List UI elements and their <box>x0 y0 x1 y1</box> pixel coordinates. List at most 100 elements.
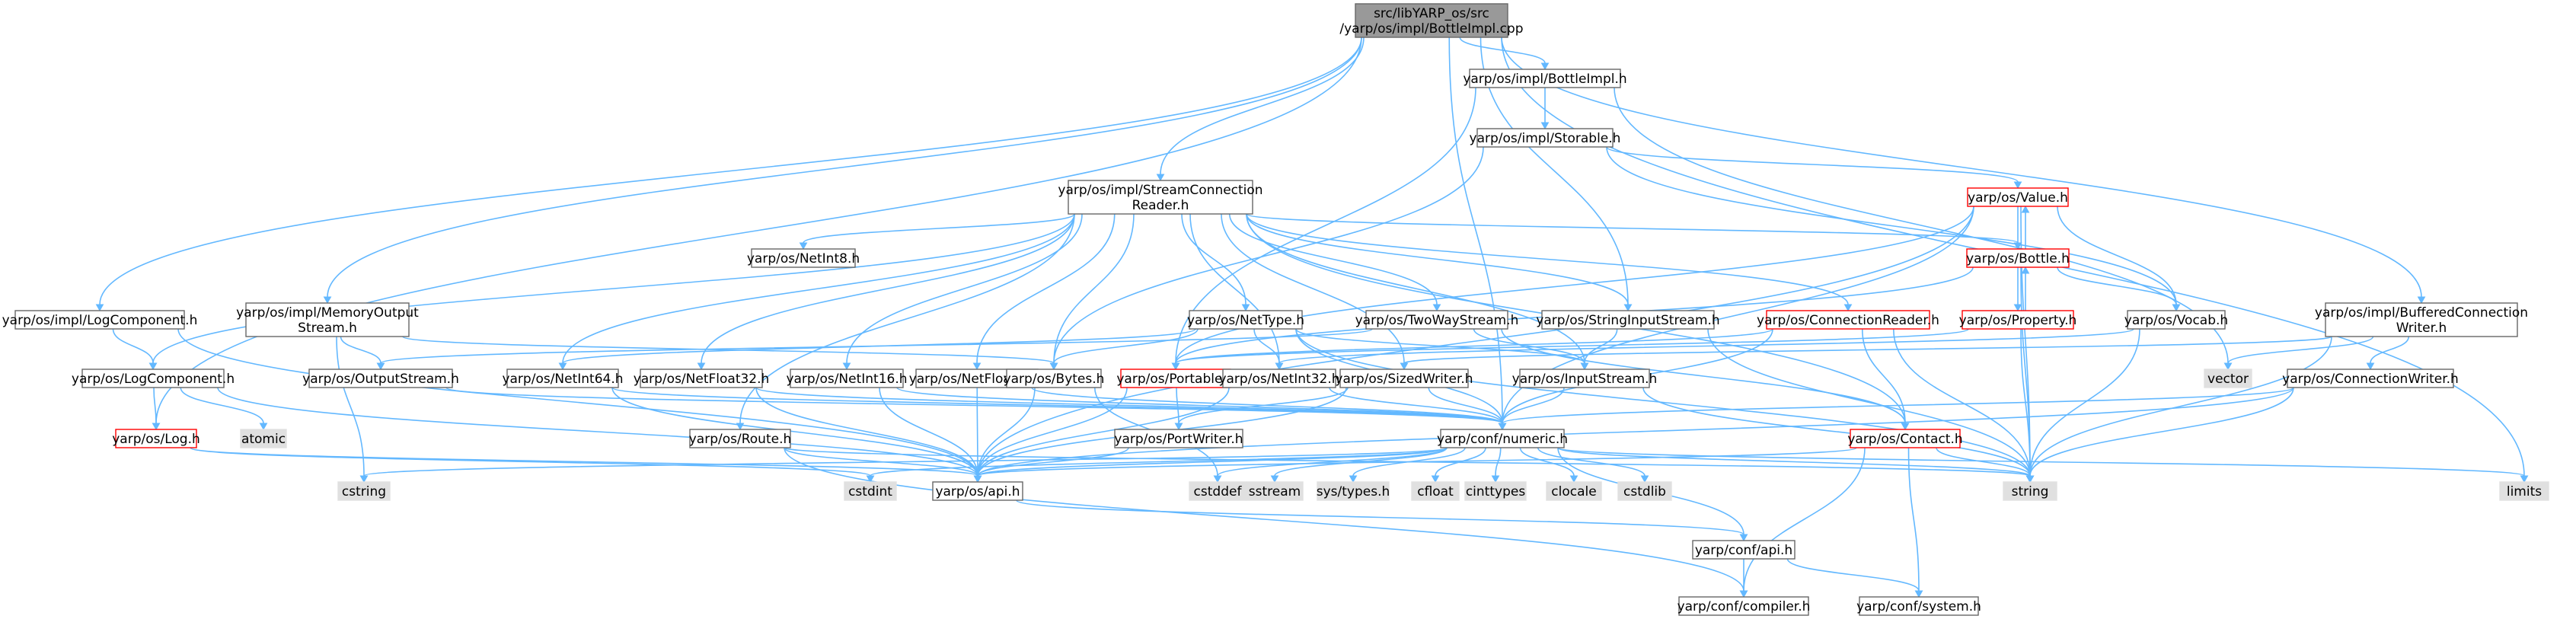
node-contact[interactable]: yarp/os/Contact.h <box>1847 429 1963 448</box>
node-label: /yarp/os/impl/BottleImpl.cpp <box>1339 21 1523 37</box>
node-label: yarp/os/SizedWriter.h <box>1335 372 1473 387</box>
edge-stream_reader-to-strinput <box>1246 213 1629 305</box>
node-connwriter[interactable]: yarp/os/ConnectionWriter.h <box>2282 369 2459 388</box>
edge-logcomp-to-os_api <box>217 387 978 477</box>
node-box <box>1246 481 1304 501</box>
edge-numeric-to-cstring <box>363 447 1448 477</box>
node-netfloat32[interactable]: yarp/os/NetFloat32.h <box>634 369 770 388</box>
node-log-h[interactable]: yarp/os/Log.h <box>112 429 200 448</box>
node-box <box>1006 369 1102 388</box>
node-box <box>506 369 619 388</box>
node-atomic: atomic <box>240 429 287 448</box>
node-netint16[interactable]: yarp/os/NetInt16.h <box>786 369 908 388</box>
arrowhead-buffered_writer-to-sizedwriter <box>1400 362 1409 371</box>
arrowhead-root-to-bottleimpl_h <box>1540 62 1550 71</box>
edge-outstream-to-numeric <box>445 387 1503 424</box>
node-bottleimpl-h[interactable]: yarp/os/impl/BottleImpl.h <box>1463 69 1627 88</box>
node-label: yarp/os/impl/MemoryOutput <box>236 305 419 321</box>
edge-numeric-to-cstdlib <box>1537 447 1646 477</box>
node-strinput[interactable]: yarp/os/StringInputStream.h <box>1536 310 1720 330</box>
node-numeric[interactable]: yarp/conf/numeric.h <box>1437 429 1568 448</box>
node-box <box>1967 187 2069 207</box>
node-netint64[interactable]: yarp/os/NetInt64.h <box>502 369 624 388</box>
node-label: yarp/os/StringInputStream.h <box>1536 313 1719 328</box>
node-conf-api[interactable]: yarp/conf/api.h <box>1692 540 1796 560</box>
arrowhead-bottle_h-to-vocab_h <box>2172 304 2181 312</box>
node-inputstream[interactable]: yarp/os/InputStream.h <box>1512 369 1658 388</box>
node-box <box>2127 310 2226 330</box>
arrowhead-numeric-to-cinttypes <box>1491 475 1500 483</box>
node-netint32[interactable]: yarp/os/NetInt32.h <box>1218 369 1340 388</box>
node-label: sys/types.h <box>1317 484 1390 499</box>
arrowhead-numeric-to-cstdint <box>866 475 875 483</box>
edge-root-to-numeric <box>1448 37 1503 424</box>
node-label: yarp/conf/system.h <box>1856 599 1981 614</box>
arrowhead-buffered_writer-to-connwriter <box>2366 362 2375 371</box>
arrowhead-bottleimpl_h-to-storable_h <box>1540 122 1550 130</box>
node-twoway[interactable]: yarp/os/TwoWayStream.h <box>1355 310 1519 330</box>
node-bottle-h[interactable]: yarp/os/Bottle.h <box>1966 248 2070 268</box>
edge-netint16-to-numeric <box>896 387 1503 424</box>
node-storable-h[interactable]: yarp/os/impl/Storable.h <box>1470 128 1621 148</box>
node-sizedwriter[interactable]: yarp/os/SizedWriter.h <box>1335 369 1473 388</box>
node-portable[interactable]: yarp/os/Portable.h <box>1116 369 1235 388</box>
arrowhead-property_h-to-bottle_h <box>2021 266 2030 274</box>
edge-connreader-to-contact <box>1861 328 1906 424</box>
edge-stream_reader-to-netfloat32 <box>701 213 1075 364</box>
node-label: yarp/os/NetType.h <box>1187 313 1304 328</box>
node-portwriter[interactable]: yarp/os/PortWriter.h <box>1114 429 1243 448</box>
edge-connreader-to-portable <box>1175 328 1773 364</box>
node-box <box>337 481 391 501</box>
node-netint8[interactable]: yarp/os/NetInt8.h <box>747 248 860 268</box>
node-nettype[interactable]: yarp/os/NetType.h <box>1187 310 1304 330</box>
edge-stream_reader-to-logcomp <box>152 213 1075 364</box>
node-box <box>1617 481 1672 501</box>
node-os-api[interactable]: yarp/os/api.h <box>932 481 1023 501</box>
node-root[interactable]: src/libYARP_os/src/yarp/os/impl/BottleIm… <box>1339 3 1524 38</box>
node-label: yarp/os/PortWriter.h <box>1114 432 1243 447</box>
node-label: yarp/os/impl/StreamConnection <box>1058 183 1262 198</box>
node-box <box>1339 369 1469 388</box>
node-box <box>1678 596 1809 616</box>
node-logcomp[interactable]: yarp/os/LogComponent.h <box>72 369 235 388</box>
node-box <box>2325 302 2518 337</box>
node-impl-logcomp[interactable]: yarp/os/impl/LogComponent.h <box>2 310 198 330</box>
node-box <box>1476 128 1614 148</box>
node-property-h[interactable]: yarp/os/Property.h <box>1959 310 2077 330</box>
node-box <box>640 369 763 388</box>
node-bytes[interactable]: yarp/os/Bytes.h <box>1004 369 1105 388</box>
arrowhead-conf_api-to-conf_compiler <box>1739 590 1748 598</box>
node-conf-system[interactable]: yarp/conf/system.h <box>1856 596 1981 616</box>
edge-netfloat32-to-numeric <box>755 387 1503 424</box>
node-conf-compiler[interactable]: yarp/conf/compiler.h <box>1677 596 1811 616</box>
node-route-h[interactable]: yarp/os/Route.h <box>689 429 792 448</box>
node-label: yarp/os/Route.h <box>689 432 792 447</box>
edge-conf_api-to-conf_system <box>1786 558 1920 592</box>
edge-impl_logcomp-to-logcomp <box>112 328 154 364</box>
edge-bottle_h-to-vocab_h <box>2057 266 2177 305</box>
node-label: yarp/os/ConnectionWriter.h <box>2282 372 2459 387</box>
edge-root-to-stream_reader <box>1160 37 1365 175</box>
arrowhead-stream_reader-to-netfloat64 <box>972 362 982 371</box>
edge-stream_reader-to-netint32 <box>1189 213 1280 364</box>
node-label: yarp/os/NetInt8.h <box>747 251 860 266</box>
node-box <box>1365 310 1508 330</box>
node-box <box>245 302 410 337</box>
edge-contact-to-conf_system <box>1907 447 1920 592</box>
node-value-h[interactable]: yarp/os/Value.h <box>1967 187 2069 207</box>
node-box <box>1411 481 1460 501</box>
node-clocale: clocale <box>1546 481 1602 501</box>
node-label: yarp/os/Property.h <box>1959 313 2077 328</box>
node-box <box>1469 69 1621 88</box>
node-label: limits <box>2507 484 2542 499</box>
node-vocab-h[interactable]: yarp/os/Vocab.h <box>2124 310 2228 330</box>
edge-netint32-to-os_api <box>977 387 1230 477</box>
node-outstream[interactable]: yarp/os/OutputStream.h <box>302 369 459 388</box>
node-label: cinttypes <box>1466 484 1525 499</box>
node-connreader[interactable]: yarp/os/ConnectionReader.h <box>1757 310 1939 330</box>
node-label: yarp/os/Portable.h <box>1116 372 1234 387</box>
node-box <box>14 310 185 330</box>
